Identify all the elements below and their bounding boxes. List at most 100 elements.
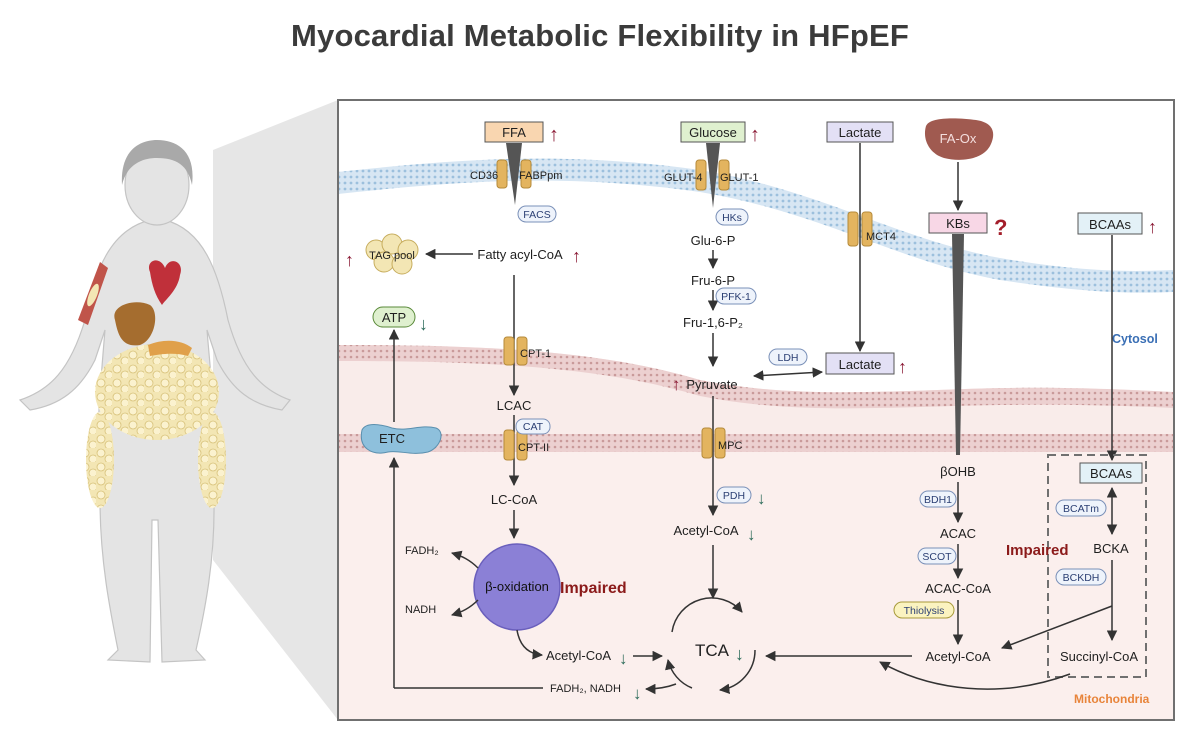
page-title: Myocardial Metabolic Flexibility in HFpE… [291, 18, 909, 53]
cd36-label: CD36 [470, 170, 498, 182]
tag-pool-droplets [365, 233, 419, 275]
svg-text:↑: ↑ [898, 357, 907, 377]
glucose-box [680, 121, 746, 143]
ffa-box [484, 121, 544, 143]
fa-ox-label: FA-Ox [940, 131, 977, 146]
svg-text:Glucose: Glucose [689, 125, 737, 140]
fadh2-label: FADH₂ [405, 545, 439, 557]
succinyl-coa-label: Succinyl-CoA [1060, 649, 1138, 664]
liver-icon [924, 118, 994, 160]
cpt2-label: CPT-II [518, 442, 549, 454]
svg-text:↓: ↓ [619, 649, 628, 668]
tag-pool-label: TAG pool [369, 250, 415, 262]
svg-text:↑: ↑ [572, 246, 581, 266]
lc-coa-label: LC-CoA [491, 492, 538, 507]
acetyl-coa-glu: Acetyl-CoA [673, 523, 738, 538]
svg-text:ETC: ETC [379, 431, 405, 446]
svg-text:↑: ↑ [672, 375, 681, 394]
thiolysis-enzyme [893, 601, 955, 619]
svg-text:↑: ↑ [345, 250, 354, 270]
svg-text:↓: ↓ [747, 525, 756, 544]
pdh-enzyme [716, 486, 752, 504]
svg-text:SCOT: SCOT [922, 551, 952, 563]
patient-figure [18, 140, 291, 663]
kbs-question-mark: ? [994, 215, 1007, 240]
cytosol-label: Cytosol [1112, 332, 1158, 346]
atp-badge [372, 306, 416, 328]
svg-text:CAT: CAT [523, 421, 544, 433]
svg-text:BCKDH: BCKDH [1063, 572, 1100, 584]
svg-text:↓: ↓ [735, 644, 744, 664]
svg-text:HKs: HKs [722, 212, 742, 224]
fadh2-nadh-label: FADH₂, NADH [550, 683, 621, 695]
fabppm-label: FABPpm [519, 170, 562, 182]
svg-text:BDH1: BDH1 [924, 494, 952, 506]
svg-text:β-oxidation: β-oxidation [485, 579, 549, 594]
fatty-acyl-coa: Fatty acyl-CoA [477, 247, 563, 262]
inner-mito-membrane [339, 434, 1173, 452]
svg-text:ATP: ATP [382, 310, 406, 325]
tca-label: TCA [695, 641, 730, 660]
cell-membrane [339, 158, 1173, 293]
facs-enzyme [517, 205, 557, 223]
svg-text:LDH: LDH [777, 352, 798, 364]
fru16p-label: Fru-1,6-P₂ [683, 315, 743, 330]
svg-text:PFK-1: PFK-1 [721, 291, 751, 303]
lactate-top-box [826, 121, 894, 143]
etc-complex [360, 424, 442, 454]
svg-text:↓: ↓ [419, 314, 428, 334]
svg-text:BCATm: BCATm [1063, 503, 1099, 515]
svg-text:Lactate: Lactate [839, 357, 882, 372]
acetyl-coa-fa: Acetyl-CoA [546, 648, 611, 663]
svg-text:↓: ↓ [633, 684, 642, 703]
lcac-label: LCAC [497, 398, 532, 413]
glut1-label: GLUT-1 [720, 172, 759, 184]
mitochondria-label: Mitochondria [1074, 692, 1150, 706]
pyruvate-label: Pyruvate [686, 377, 737, 392]
nadh-label: NADH [405, 604, 436, 616]
pfk1-enzyme [715, 287, 757, 305]
cat-enzyme [515, 418, 551, 435]
glut4-label: GLUT-4 [664, 172, 703, 184]
bohb-label: βOHB [940, 464, 976, 479]
zoom-wedge [213, 100, 338, 720]
mpc-label: MPC [718, 440, 743, 452]
bcaas-mito-box [1079, 462, 1143, 484]
fru6p-label: Fru-6-P [691, 273, 735, 288]
lactate-mid-box [825, 352, 895, 375]
hks-enzyme [715, 208, 749, 226]
outer-mito-membrane [339, 345, 1173, 409]
glu6p-label: Glu-6-P [691, 233, 736, 248]
svg-text:↑: ↑ [1148, 217, 1157, 237]
acac-coa-label: ACAC-CoA [925, 581, 991, 596]
bdh1-enzyme [919, 490, 957, 508]
bcatm-enzyme [1055, 499, 1107, 517]
svg-text:KBs: KBs [946, 216, 970, 231]
bcaa-mito-dashed-box [1047, 454, 1147, 678]
cpt1-label: CPT-1 [520, 348, 551, 360]
tca-cycle [665, 597, 756, 695]
acetyl-coa-kb: Acetyl-CoA [925, 649, 990, 664]
svg-text:FACS: FACS [523, 209, 550, 221]
ldh-enzyme [768, 348, 808, 366]
svg-text:BCAAs: BCAAs [1089, 217, 1131, 232]
bcaas-top-box [1077, 212, 1143, 235]
ffa-label: FFA [502, 125, 526, 140]
svg-text:Lactate: Lactate [839, 125, 882, 140]
mct4-label: MCT4 [866, 231, 896, 243]
svg-text:Thiolysis: Thiolysis [904, 605, 945, 617]
impaired-fa-label: Impaired [560, 580, 627, 597]
svg-text:↑: ↑ [750, 124, 760, 146]
svg-text:PDH: PDH [723, 490, 745, 502]
svg-text:↓: ↓ [757, 489, 766, 508]
ffa-entry-cone [506, 143, 522, 205]
bcka-label: BCKA [1093, 541, 1129, 556]
acac-label: ACAC [940, 526, 976, 541]
scot-enzyme [917, 547, 957, 565]
impaired-bcaa-label: Impaired [1006, 542, 1069, 559]
kbs-box [928, 212, 988, 234]
bckdh-enzyme [1055, 568, 1107, 586]
ffa-up-arrow: ↑ [549, 124, 559, 146]
svg-text:BCAAs: BCAAs [1090, 466, 1132, 481]
